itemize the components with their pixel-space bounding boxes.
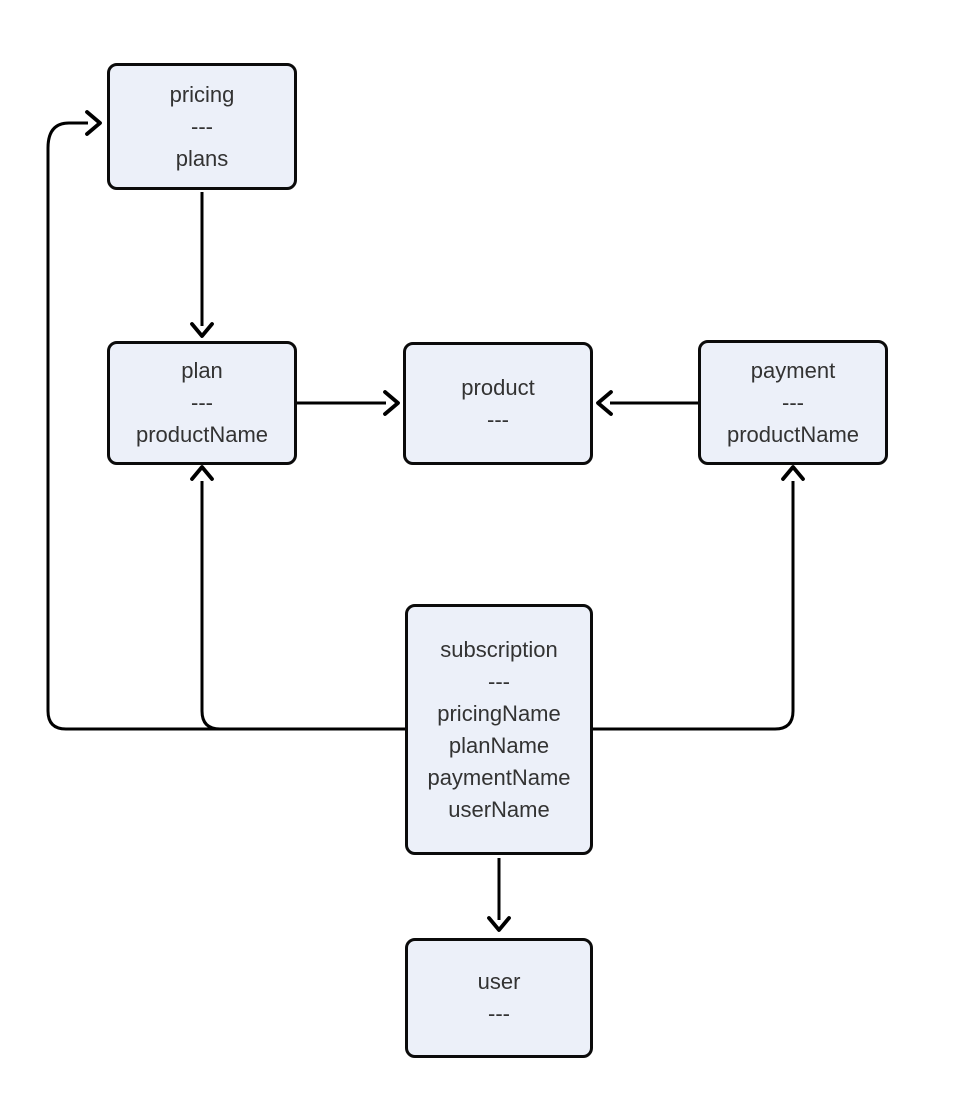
arrowhead-subscription-to-plan (190, 465, 214, 481)
edge-subscription-to-payment (593, 481, 795, 731)
edge-subscription-to-pricing (46, 121, 405, 731)
node-subscription-separator: --- (488, 668, 510, 694)
node-subscription-attr-username: userName (448, 796, 550, 822)
node-user-separator: --- (488, 1001, 510, 1026)
node-pricing: pricing --- plans (107, 63, 297, 190)
node-pricing-separator: --- (191, 113, 213, 139)
arrowhead-subscription-to-pricing (85, 110, 102, 136)
node-product-title: product (461, 374, 535, 400)
arrowhead-payment-to-product (596, 390, 613, 416)
node-pricing-title: pricing (169, 81, 235, 107)
edge-subscription-to-plan (200, 481, 405, 731)
node-subscription: subscription --- pricingName planName pa… (405, 604, 593, 855)
node-subscription-title: subscription (440, 636, 558, 662)
node-user-title: user (477, 969, 521, 994)
arrowhead-plan-to-product (383, 390, 400, 416)
arrowhead-pricing-to-plan (190, 322, 214, 338)
node-subscription-attr-paymentname: paymentName (427, 764, 571, 790)
arrowhead-subscription-to-user (487, 916, 511, 932)
node-pricing-attr-plans: plans (175, 145, 229, 171)
node-plan-title: plan (181, 358, 223, 383)
node-payment-attr-productname: productName (726, 421, 860, 447)
arrowhead-subscription-to-payment (781, 465, 805, 481)
node-plan: plan --- productName (107, 341, 297, 465)
node-plan-attr-productname: productName (135, 422, 269, 447)
node-payment: payment --- productName (698, 340, 888, 465)
node-product: product --- (403, 342, 593, 465)
node-plan-separator: --- (191, 390, 213, 415)
node-payment-separator: --- (782, 389, 804, 415)
node-subscription-attr-planname: planName (448, 732, 550, 758)
node-user: user --- (405, 938, 593, 1058)
node-product-separator: --- (487, 406, 509, 432)
node-payment-title: payment (750, 357, 836, 383)
node-subscription-attr-pricingname: pricingName (437, 700, 561, 726)
